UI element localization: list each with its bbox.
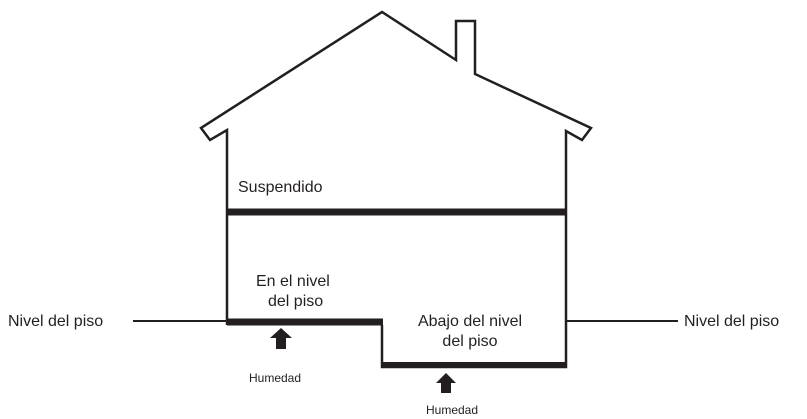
suspended-label: Suspendido — [238, 179, 323, 196]
on-grade-label-line2: del piso — [268, 293, 324, 310]
below-grade-label-line1: Abajo del nivel — [417, 313, 523, 330]
grade-label-right: Nivel del piso — [684, 313, 780, 330]
moisture-label-left: Humedad — [249, 371, 302, 385]
grade-label-left: Nivel del piso — [8, 313, 104, 330]
below-grade-label-line2: del piso — [442, 333, 498, 350]
moisture-arrow-left-icon — [270, 328, 292, 349]
on-grade-label-line1: En el nivel — [256, 273, 330, 290]
house-outline — [199, 10, 593, 369]
moisture-arrow-right-icon — [436, 373, 456, 393]
moisture-label-right: Humedad — [426, 403, 479, 417]
